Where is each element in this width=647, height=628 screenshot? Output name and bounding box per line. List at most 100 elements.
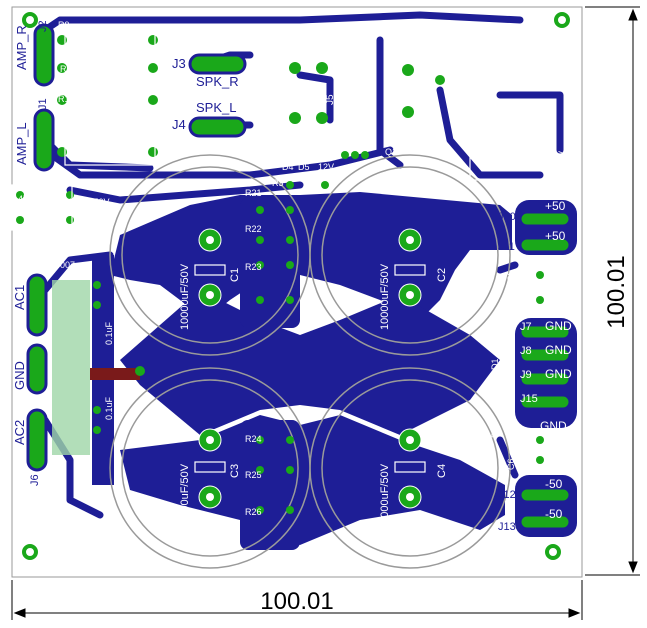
label-spk-l: SPK_L: [196, 100, 236, 115]
label-c3: C3: [229, 464, 241, 478]
label-gnd-d: GND: [540, 419, 567, 433]
label-c1-value: 10000uF/50V: [179, 263, 191, 330]
label-c1: C1: [229, 268, 241, 282]
dimension-lines: [11, 6, 640, 620]
label-d2-value: 1n4007: [500, 380, 510, 410]
trace-regulator: [436, 86, 544, 179]
c4-inner: [321, 379, 499, 557]
label-j2: J2: [37, 20, 49, 32]
label-r10: R10: [58, 94, 75, 104]
label-c13: C13: [532, 152, 549, 162]
label-j13: J13: [498, 521, 516, 533]
label-c16: C16: [25, 180, 42, 190]
resistor-pour-bottom: [240, 420, 300, 550]
label-c4: C4: [436, 464, 448, 478]
label-d4: D4: [282, 162, 294, 172]
label-amp-l: AMP_L: [14, 122, 29, 165]
label-r9: R9: [58, 20, 70, 30]
label-dz: 12V: [318, 162, 334, 172]
label-minus50-b: -50: [545, 507, 563, 521]
label-d5: D5: [298, 162, 310, 172]
heatsink-area: [52, 280, 90, 455]
label-amp-r: AMP_R: [14, 25, 29, 70]
label-r21: R21: [245, 188, 262, 198]
label-d3-value: 1n4007: [45, 260, 75, 270]
label-bd139: BD139: [385, 136, 413, 146]
label-j6: J6: [29, 474, 41, 486]
label-r10r-b: 10R+L: [98, 148, 125, 158]
c2-inner: [321, 166, 499, 344]
label-r11: R11: [60, 64, 76, 74]
c4-outline: [309, 367, 511, 569]
silkscreen-outlines: [11, 27, 571, 473]
label-j10: J10: [498, 211, 516, 223]
label-c12-value: 100uF50V: [490, 68, 528, 77]
label-c6: C6: [506, 458, 516, 470]
label-c12: C12: [505, 54, 522, 64]
label-c2: C2: [436, 268, 448, 282]
label-j5: J5: [325, 94, 336, 105]
label-r10r-a: 10R+L: [98, 34, 125, 44]
label-j9: J9: [520, 369, 532, 381]
label-r47-a: 47R: [105, 80, 122, 90]
label-spk-r: SPK_R: [196, 74, 239, 89]
label-c15: C15: [25, 207, 42, 217]
label-c11: C11: [75, 220, 91, 230]
component-labels: R9 R11 R10 R8 R7 C16 C15 470nF 470nF C11…: [18, 20, 549, 470]
label-c5: C5: [506, 270, 516, 282]
label-j11: J11: [498, 241, 515, 253]
c3-inner: [121, 379, 299, 557]
label-d2: D2: [490, 426, 500, 438]
label-c100: 100uF50V: [68, 197, 110, 207]
label-ac1: AC1: [12, 285, 27, 310]
trace-right: [496, 91, 564, 154]
label-d1: D1: [490, 358, 500, 370]
label-j12: J12: [498, 489, 516, 501]
label-gnd-b: GND: [545, 343, 572, 357]
label-minus50-a: -50: [545, 477, 563, 491]
label-c4-value: 10000uF/50V: [379, 463, 391, 530]
label-j4: J4: [172, 117, 186, 132]
trace-ctrl: [376, 36, 404, 169]
label-c470-a: 470nF: [18, 194, 44, 204]
offboard-labels: AMP_R J2 AMP_L J1 AC1 GND AC2 J6 J3 J4 S…: [12, 20, 516, 533]
label-plus50-b: +50: [545, 229, 566, 243]
trace-minus: [496, 436, 519, 479]
label-r22: R22: [245, 224, 262, 234]
label-c470-b: 470nF: [18, 224, 44, 234]
capacitor-outlines: [109, 154, 511, 569]
c1-inner: [121, 166, 299, 344]
label-c13-value: 22uF/50V: [557, 151, 567, 190]
trace-plus: [496, 261, 519, 274]
trace-spk: [296, 71, 334, 124]
label-ac2: AC2: [12, 420, 27, 445]
trace-top: [41, 11, 524, 34]
resistor-pour-top: [240, 198, 300, 328]
label-j8: J8: [520, 345, 532, 357]
label-plus50-a: +50: [545, 199, 566, 213]
label-gnd-a: GND: [545, 319, 572, 333]
label-r23: R23: [245, 262, 262, 272]
label-j1: J1: [37, 98, 49, 110]
label-r7: R7: [356, 40, 368, 50]
label-r25: R25: [245, 470, 262, 480]
label-j15: J15: [520, 393, 538, 405]
c2-outline: [309, 154, 511, 356]
label-gnd-left: GND: [12, 361, 27, 390]
label-c2-value: 10000uF/50V: [379, 263, 391, 330]
label-j3: J3: [172, 56, 186, 71]
center-pour: [120, 290, 500, 435]
label-j7: J7: [520, 321, 532, 333]
label-r8: R8: [356, 27, 368, 37]
label-q1: Q1: [385, 147, 397, 157]
dimension-height-label: 100.01: [603, 255, 630, 328]
onboard-labels: +50 +50 J7 GND J8 GND J9 GND J15 GND -50…: [98, 34, 572, 530]
label-gnd-c: GND: [545, 367, 572, 381]
label-r3: R3: [272, 178, 284, 188]
label-r24: R24: [245, 434, 262, 444]
ground-bridge: [90, 368, 140, 380]
label-d3: D3: [42, 237, 54, 247]
label-r26: R26: [245, 507, 262, 517]
trace-mid: [66, 181, 304, 204]
